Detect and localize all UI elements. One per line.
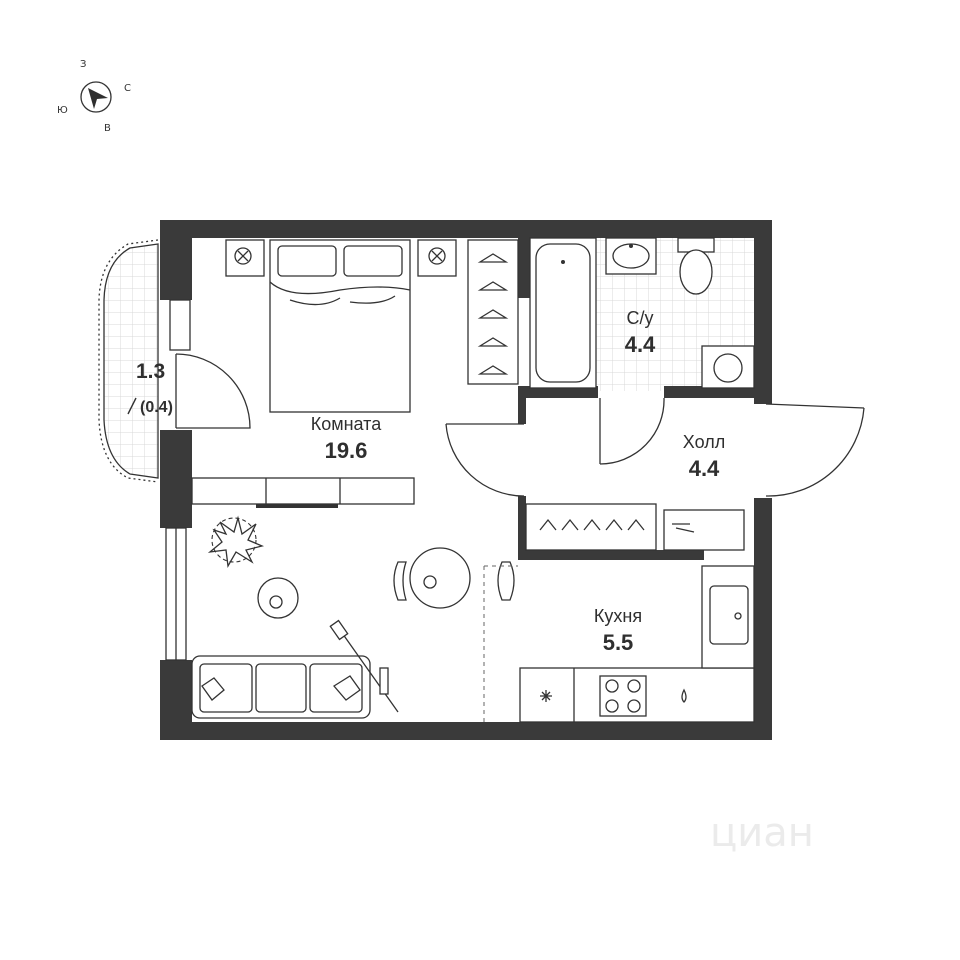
- compass-arrow-icon: [88, 88, 108, 109]
- kitchen-counter: [519, 667, 755, 723]
- toilet: [677, 237, 715, 295]
- balcony-area: 1.3: [136, 360, 165, 383]
- wardrobe: [467, 239, 519, 385]
- nightstand-right: [417, 239, 457, 277]
- watermark: циан: [710, 810, 814, 856]
- compass-east: В: [104, 123, 111, 134]
- hall-name: Холл: [683, 432, 725, 452]
- dining-table: [393, 547, 515, 609]
- balcony-area-reduced: (0.4): [140, 399, 173, 416]
- balcony-area-slash: [127, 397, 137, 415]
- hall-wardrobe: [525, 503, 657, 551]
- balcony-window: [169, 299, 191, 351]
- hall-area: 4.4: [689, 456, 720, 481]
- compass-south: Ю: [57, 105, 68, 116]
- compass-west: З: [80, 59, 86, 70]
- balcony-door: [175, 353, 251, 429]
- tv-cabinet: [191, 477, 415, 508]
- sofa: [191, 655, 371, 719]
- shoe-bench: [663, 509, 745, 551]
- kitchen-name: Кухня: [594, 606, 642, 626]
- kitchen-sink: [701, 565, 755, 669]
- entrance-door: [765, 403, 865, 497]
- floor-lamp: [329, 619, 399, 713]
- compass-north: С: [124, 83, 131, 94]
- balcony-rail: [98, 239, 159, 483]
- room-area: 19.6: [325, 438, 368, 463]
- bed: [269, 239, 411, 413]
- nightstand-left: [225, 239, 265, 277]
- balcony-floor: [103, 243, 159, 479]
- room-door: [445, 423, 525, 497]
- bathroom-name: С/у: [627, 308, 654, 328]
- plant: [207, 515, 265, 569]
- bathroom-door: [599, 397, 665, 465]
- sink-bathroom: [605, 237, 657, 275]
- bathtub: [529, 237, 597, 389]
- pouf: [257, 577, 299, 619]
- washing-machine: [701, 345, 755, 389]
- kitchen-area: 5.5: [603, 630, 634, 655]
- walls: [160, 220, 772, 740]
- compass: З С Ю В: [57, 59, 131, 134]
- room-name: Комната: [311, 414, 382, 434]
- bathroom-area: 4.4: [625, 332, 656, 357]
